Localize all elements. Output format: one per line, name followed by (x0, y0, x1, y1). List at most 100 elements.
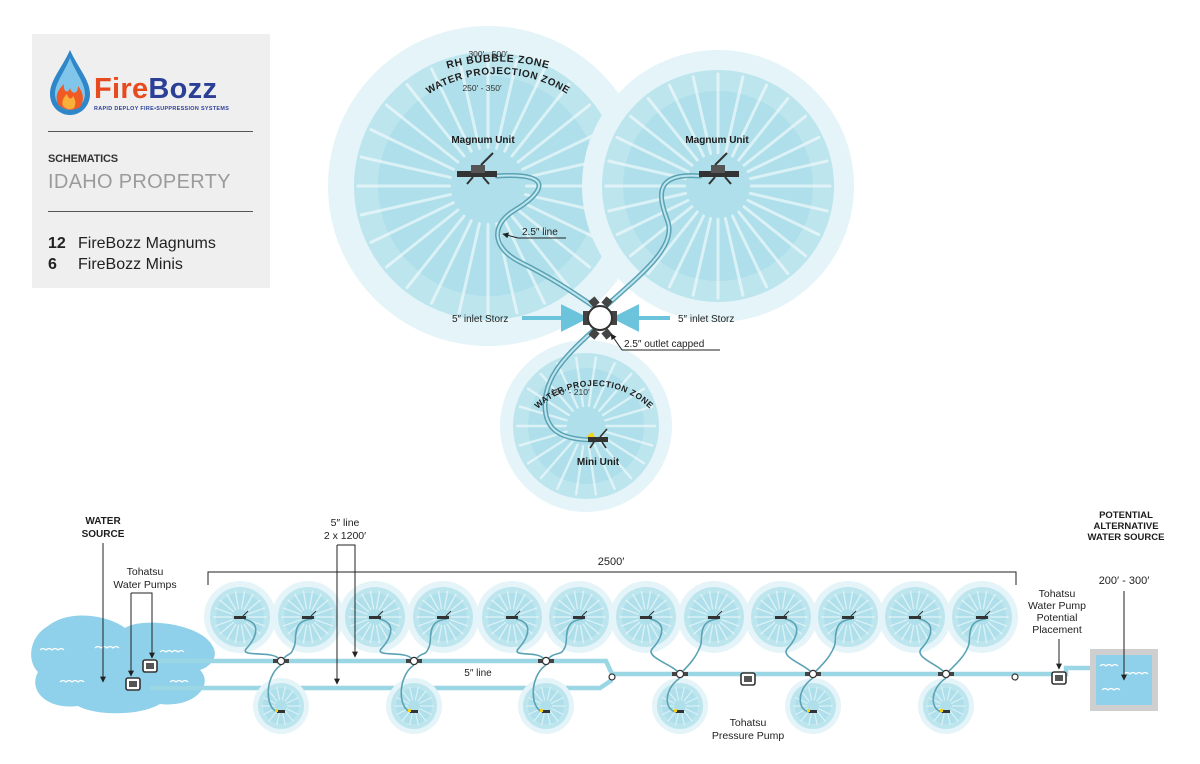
mini-unit-marker-icon (408, 709, 411, 712)
spray-ray (556, 362, 579, 409)
main-pipe-upper (150, 658, 1052, 677)
spray-ray (781, 590, 787, 610)
alt-pump-label-2: Water Pump (1028, 600, 1086, 612)
spray-ray (579, 624, 585, 644)
junction-coupling-icon (805, 672, 809, 676)
spray-ray (584, 621, 600, 635)
spray-ray (615, 135, 690, 174)
spray-ray (853, 621, 869, 635)
spray-ray (405, 82, 466, 158)
spray-ray (549, 690, 559, 702)
water-source-pond (31, 615, 215, 714)
spray-ray (933, 710, 943, 722)
spray-ray (446, 593, 457, 611)
spray-ray (901, 623, 912, 641)
spray-ray (354, 621, 370, 635)
magnum-nozzle-icon (850, 610, 857, 617)
spray-ray (457, 222, 481, 315)
spray-ray (982, 624, 988, 644)
pressure-pump-label-1: Tohatsu (730, 717, 767, 729)
spray-ray (688, 619, 707, 627)
spray-ray (649, 623, 660, 641)
spray-ray (519, 607, 538, 615)
spray-ray (243, 623, 254, 641)
spray-ray (586, 607, 605, 615)
spray-ray (746, 135, 821, 174)
spray-ray (851, 623, 862, 641)
magnum-unit-icon (775, 616, 787, 619)
spray-ray (419, 697, 432, 704)
divider-bottom (48, 211, 253, 212)
spray-ray (667, 710, 677, 722)
spray-ray (247, 607, 266, 615)
alt-water-pump-icon (1051, 671, 1067, 685)
spray-ray (282, 607, 301, 615)
spray-ray (422, 599, 438, 613)
spray-ray (951, 697, 964, 704)
mini-unit-icon (676, 710, 684, 713)
magnum-unit-icon (437, 616, 449, 619)
count-label: FireBozz Magnums (78, 235, 216, 252)
magnum-nozzle-icon (242, 610, 249, 617)
spray-ray (646, 210, 699, 276)
mini-unit-marker-icon (275, 709, 278, 712)
spray-ray (448, 621, 464, 635)
spray-ray (889, 607, 908, 615)
magnum-zone-left (328, 26, 648, 346)
spray-ray (515, 623, 526, 641)
spray-ray (615, 198, 690, 237)
spray-ray (430, 219, 473, 305)
spray-ray (284, 710, 294, 722)
five-line-leader-b (337, 544, 358, 658)
spray-ray (946, 711, 951, 726)
spray-ray (961, 599, 977, 613)
spray-ray (920, 599, 936, 613)
spray-ray (219, 621, 235, 635)
spray-ray (956, 619, 975, 627)
spray-ray (384, 103, 460, 164)
spray-ray (598, 372, 633, 412)
spray-ray (354, 599, 370, 613)
junction-coupling-icon (817, 672, 821, 676)
junction-manifold-icon (808, 669, 818, 679)
spray-ray (498, 623, 509, 641)
spray-ray (680, 711, 685, 726)
spray-ray (457, 57, 481, 150)
pressure-pump-icon (740, 672, 756, 686)
junction-coupling-icon (684, 672, 688, 676)
spray-ray (593, 362, 616, 409)
spray-ray (800, 690, 810, 702)
mini-unit-marker-icon (807, 709, 810, 712)
unit-hose (918, 618, 944, 672)
spray-ray (359, 155, 452, 179)
spray-ray (920, 621, 936, 635)
spray-ray (901, 593, 912, 611)
spray-ray (311, 623, 322, 641)
spray-ray (742, 114, 808, 167)
spray-ray (533, 710, 543, 722)
spray-ray (308, 624, 314, 644)
spray-ray (349, 619, 368, 627)
spray-ray (949, 710, 959, 722)
spray-ray (632, 623, 643, 641)
magnum-nozzle-icon (984, 610, 991, 617)
spray-ray (848, 624, 854, 644)
spray-ray (818, 708, 831, 715)
water-pump-icon (125, 677, 141, 691)
spray-ray (437, 590, 443, 610)
divider-top (48, 131, 253, 132)
mini-unit-icon (410, 710, 418, 713)
spray-ray (286, 697, 299, 704)
spray-ray (539, 372, 574, 412)
mini-zone-small (652, 678, 708, 734)
spray-ray (311, 593, 322, 611)
spray-ray (816, 710, 826, 722)
spray-ray (551, 697, 564, 704)
magnum-projection-range: 250′ - 350′ (462, 83, 502, 93)
spray-ray (918, 593, 929, 611)
spray-ray (574, 356, 585, 408)
spray-ray (889, 619, 908, 627)
magnum-unit-icon-left (457, 152, 497, 185)
spray-ray (646, 96, 699, 162)
spray-ray (786, 599, 802, 613)
